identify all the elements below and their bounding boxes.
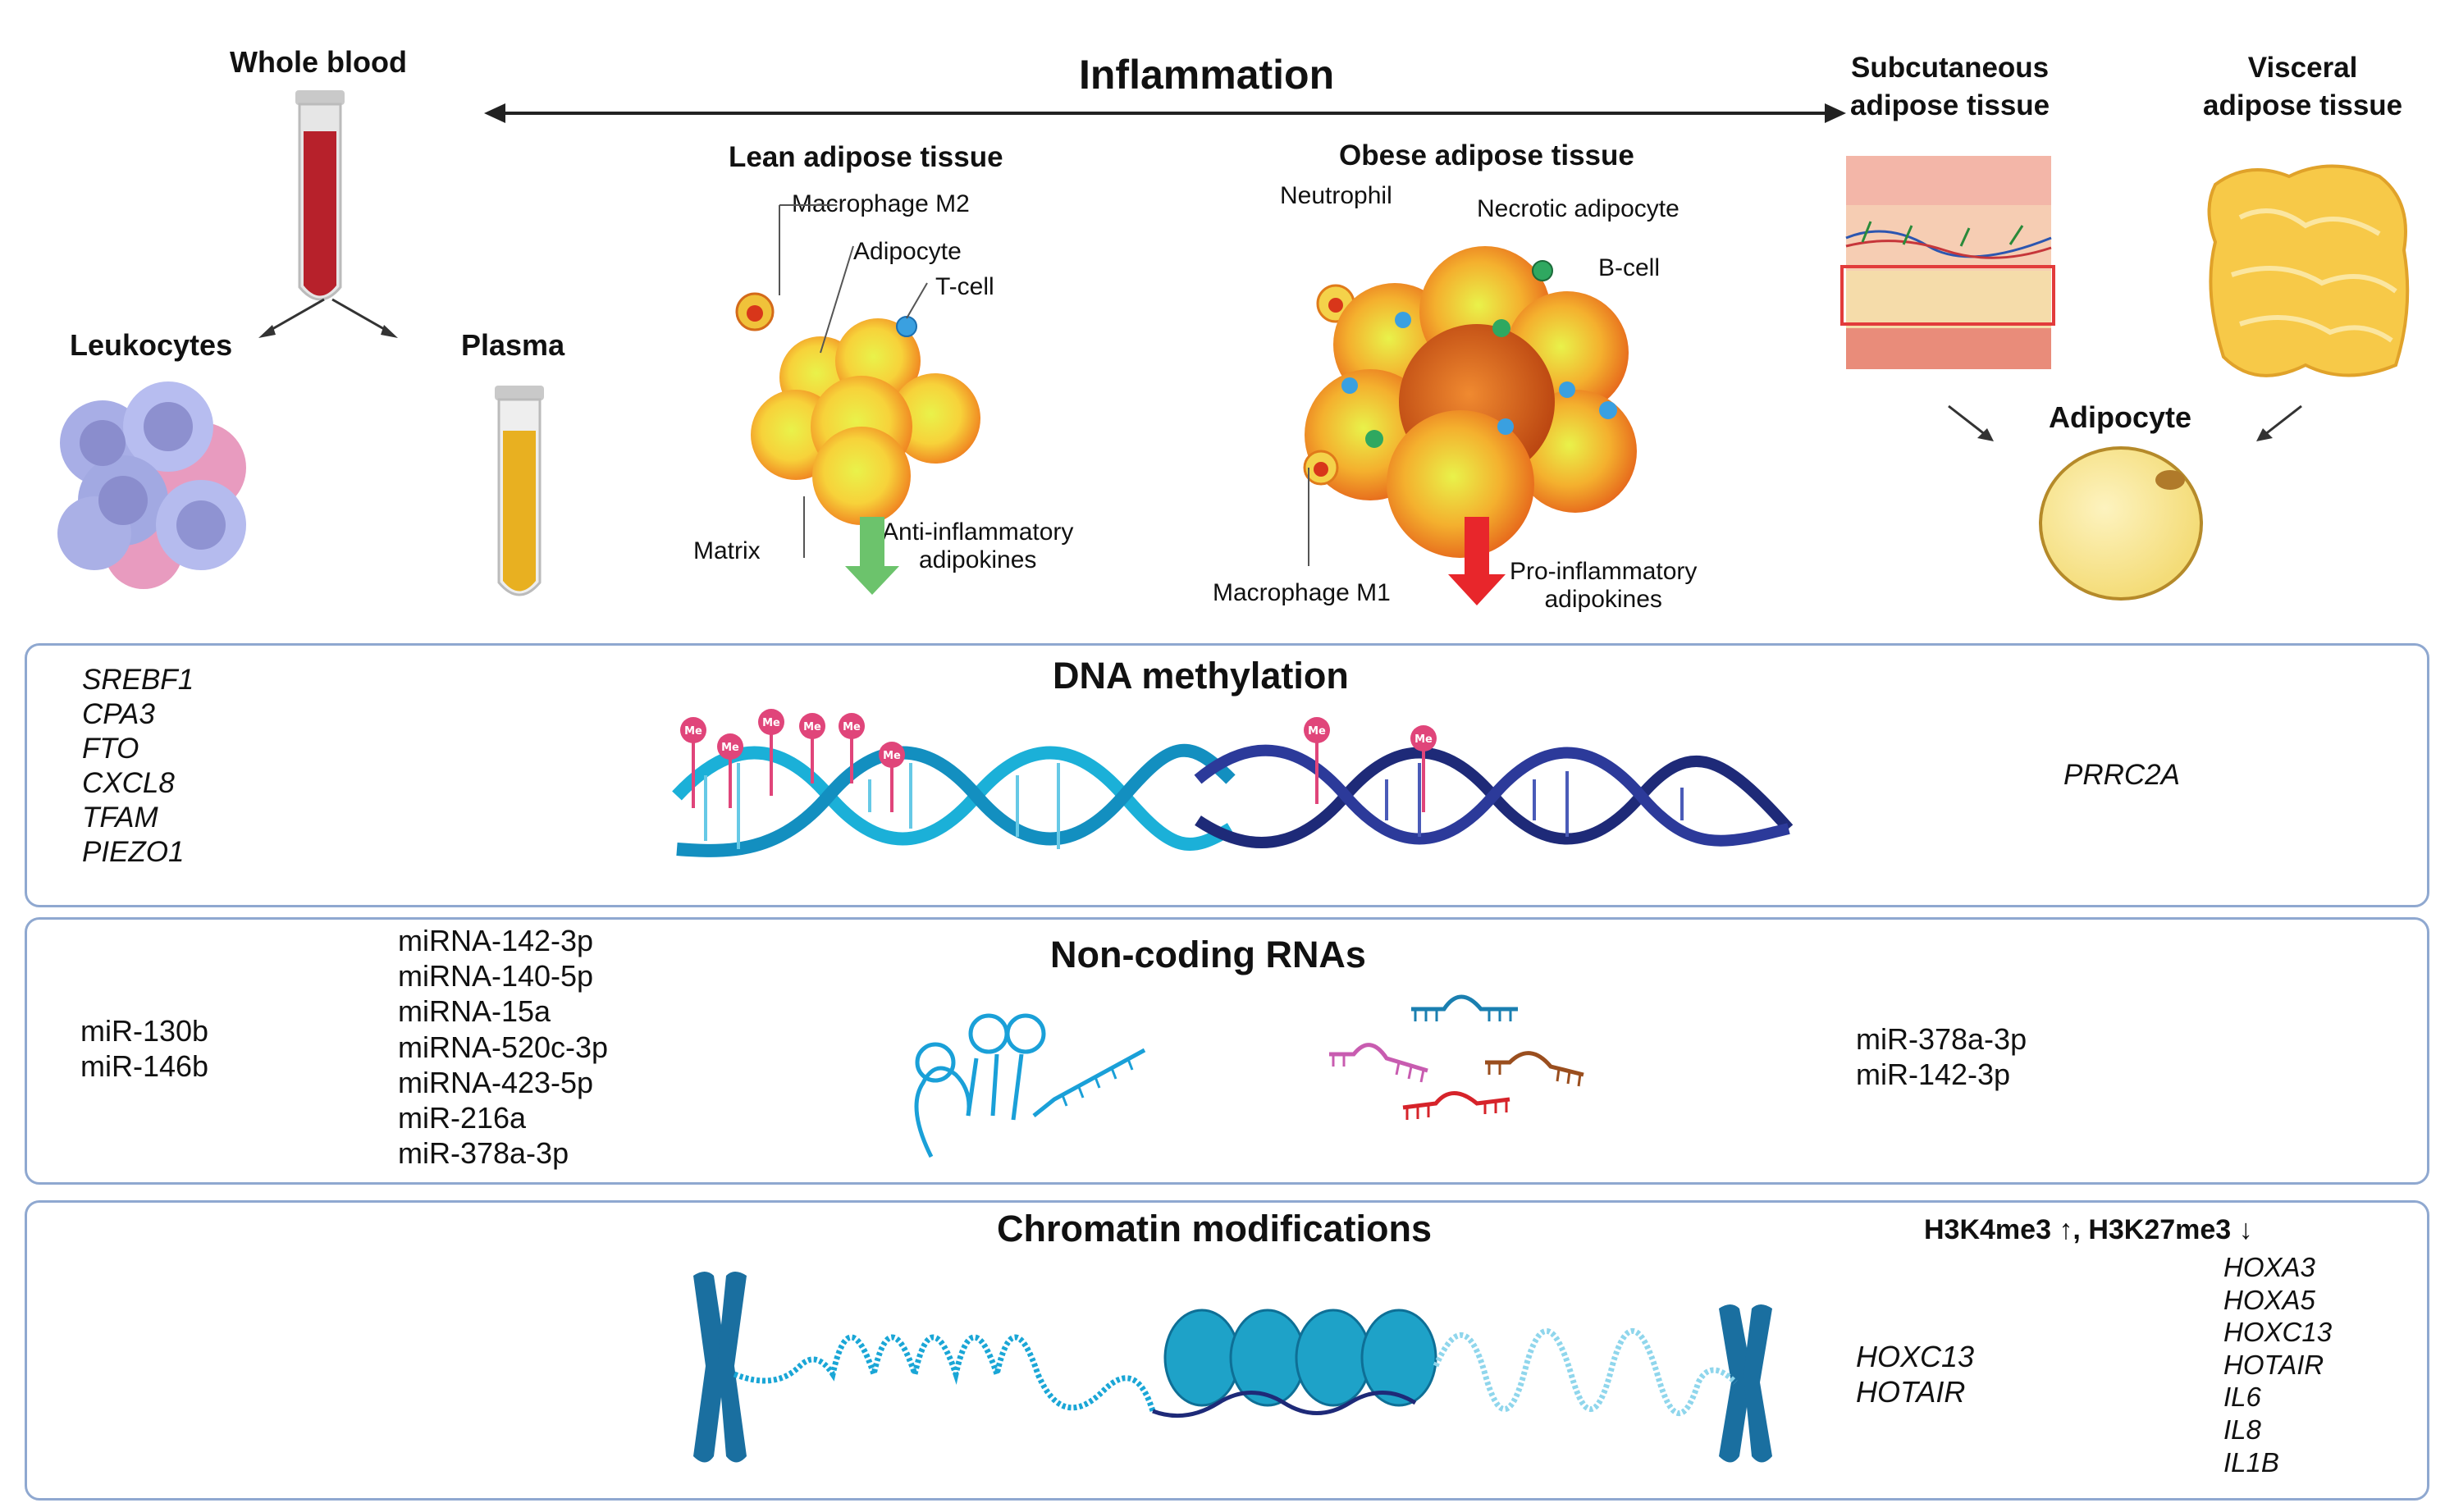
inflammation-title: Inflammation [1079,52,1335,98]
macrophage-m1-label: Macrophage M1 [1213,579,1391,606]
leukocytes-icon [57,381,246,589]
gene-item: HOTAIR [1856,1375,1966,1409]
mirna-item: miR-378a-3p [1856,1022,2027,1056]
methyl-label: Me [1308,725,1326,738]
mirna-item: miRNA-520c-3p [398,1030,609,1064]
gene-item: HOXC13 [1856,1340,1975,1373]
lean-tissue-icon [735,204,980,595]
lean-title: Lean adipose tissue [729,141,1003,173]
gene-item: HOXA3 [2223,1252,2315,1282]
split-arrows [258,298,398,338]
gene-item: HOTAIR [2223,1349,2324,1380]
t-cell-label: T-cell [935,273,994,300]
mirna-item: miRNA-142-3p [398,924,594,957]
neutrophil-label: Neutrophil [1280,182,1392,209]
dna-left-genes: SREBF1 CPA3 FTO CXCL8 TFAM PIEZO1 [82,663,194,870]
mirna-item: miRNA-423-5p [398,1065,594,1099]
methyl-label: Me [684,725,702,738]
mirna-item: miR-378a-3p [398,1136,569,1171]
obese-tissue-icon [1303,246,1637,605]
methyl-label: Me [883,750,901,762]
plasma-label: Plasma [461,328,565,362]
macrophage-m2-label: Macrophage M2 [792,190,970,217]
gene-item: PIEZO1 [82,836,185,868]
methyl-label: Me [762,717,780,729]
visceral-label: Visceral adipose tissue [2203,52,2403,121]
matrix-label: Matrix [693,537,761,564]
inflammation-arrow [484,103,1846,123]
methyl-markers: Me Me Me Me Me Me Me Me [680,709,1437,812]
gene-item: IL1B [2223,1446,2279,1478]
subcutaneous-tissue-icon [1840,156,2055,369]
adipocyte-title: Adipocyte [2049,400,2192,434]
adipocyte-arrows [1948,404,2302,441]
dna-helix-icon [672,743,1794,857]
anti-inflammatory-label: Anti-inflammatory adipokines [882,518,1074,573]
gene-item: HOXC13 [2223,1317,2333,1348]
chromatin-right-genes: HOXA3 HOXA5 HOXC13 HOTAIR IL6 IL8 IL1B [2223,1251,2332,1478]
leukocytes-label: Leukocytes [70,328,233,362]
methyl-label: Me [843,721,861,733]
pro-inflammatory-label: Pro-inflammatory adipokines [1510,558,1698,613]
gene-item: CPA3 [82,698,155,730]
methyl-label: Me [803,721,821,733]
chromatin-mid-genes: HOXC13 HOTAIR [1856,1339,1974,1409]
plasma-tube-icon [495,386,544,596]
mirna-item: miRNA-15a [398,994,551,1029]
adipocyte-label: Adipocyte [853,238,962,265]
ncrna-col2: miRNA-142-3p miRNA-140-5p miRNA-15a miRN… [398,923,608,1171]
mirna-item: miR-216a [398,1100,527,1135]
methyl-label: Me [721,742,739,754]
methyl-label: Me [1414,733,1433,746]
chromatin-title: Chromatin modifications [997,1208,1433,1249]
ncrna-right: miR-378a-3p miR-142-3p [1856,1021,2027,1092]
necrotic-label: Necrotic adipocyte [1477,195,1680,222]
dna-methylation-title: DNA methylation [1053,655,1349,697]
chromatin-icon [693,1272,1772,1463]
whole-blood-label: Whole blood [230,45,407,79]
subcutaneous-label: Subcutaneous adipose tissue [1850,52,2050,121]
gene-item: IL8 [2223,1414,2261,1445]
gene-item: FTO [82,733,139,765]
gene-item: HOXA5 [2223,1284,2315,1315]
mirna-item: miR-146b [80,1049,209,1084]
gene-item: TFAM [82,802,158,834]
dna-right-gene: PRRC2A [2063,759,2180,791]
ncrna-col1: miR-130b miR-146b [80,1013,208,1084]
histone-marks: H3K4me3 ↑, H3K27me3 ↓ [1924,1214,2253,1245]
mirna-item: miR-130b [80,1014,209,1048]
adipocyte-icon [2039,446,2203,601]
visceral-tissue-icon [2207,164,2410,377]
obese-title: Obese adipose tissue [1339,139,1634,171]
hairpin-rna-icon [914,1013,1146,1158]
gene-item: IL6 [2223,1382,2261,1413]
blood-tube-icon [295,90,345,301]
ncrna-title: Non-coding RNAs [1050,934,1366,975]
ncrna-panel [25,917,2429,1185]
gene-item: SREBF1 [82,664,194,696]
mirna-strands-icon [1329,994,1584,1120]
b-cell-label: B-cell [1598,254,1661,281]
mirna-item: miRNA-140-5p [398,959,594,994]
gene-item: CXCL8 [82,767,175,799]
mirna-item: miR-142-3p [1856,1057,2011,1092]
